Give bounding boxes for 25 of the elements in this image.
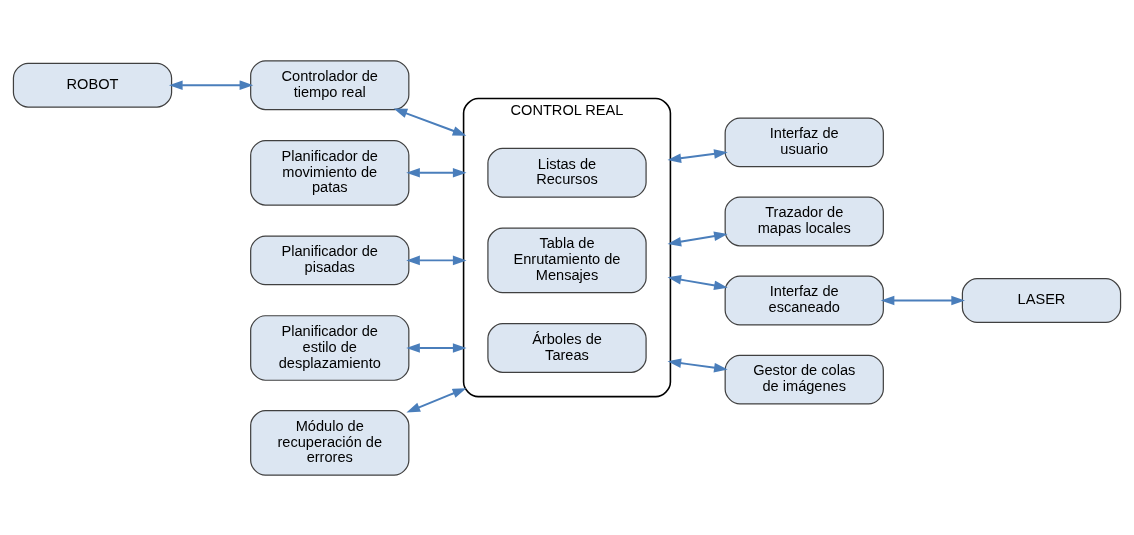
arrow (168, 79, 254, 90)
arrow (406, 255, 467, 265)
node-box: Interfaz de usuario (724, 116, 884, 167)
node-box: Planificador de pisadas (250, 234, 410, 285)
arrow (880, 295, 965, 305)
node-box: Interfaz de escaneado (724, 275, 884, 325)
arrow (406, 167, 467, 178)
node-box: Tabla de Enrutamiento de Mensajes (487, 227, 647, 293)
arrow (406, 387, 467, 412)
node-box: ROBOT (12, 62, 173, 108)
arrow (667, 230, 728, 246)
arrow (667, 148, 728, 163)
node-box: Planificador de movimiento de patas (250, 139, 410, 206)
node-box: Árboles de Tareas (487, 322, 647, 373)
arrow (667, 274, 728, 290)
node-box: Gestor de colas de imágenes (724, 354, 884, 405)
arrow (667, 357, 728, 372)
node-box: Trazador de mapas locales (724, 196, 884, 246)
node-box: LASER (961, 277, 1122, 323)
arrow (393, 108, 467, 136)
arrow (406, 342, 467, 353)
node-box: Módulo de recuperación de errores (250, 409, 410, 476)
node-box: Planificador de estilo de desplazamiento (250, 314, 410, 381)
node-box: Listas de Recursos (487, 147, 647, 198)
node-box: Controlador de tiempo real (250, 59, 410, 110)
